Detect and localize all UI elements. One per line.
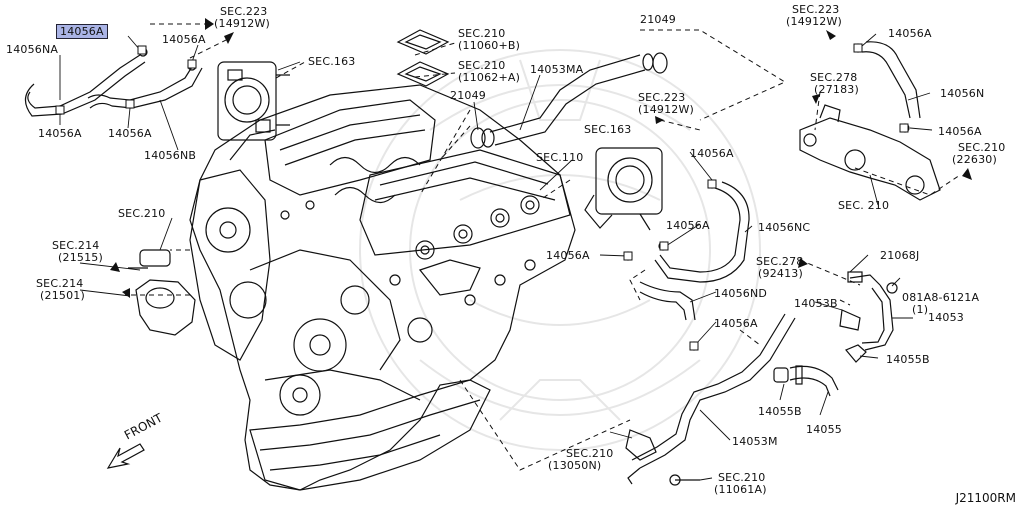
label-14055: 14055 — [806, 423, 842, 436]
gaskets — [396, 29, 450, 87]
label-14056NC: 14056NC — [758, 221, 811, 234]
label-081A8-qty: (1) — [912, 303, 929, 316]
label-14056NA: 14056NA — [6, 43, 59, 56]
label-21049: 21049 — [640, 13, 676, 26]
label-14056A: 14056A — [546, 249, 590, 262]
label-sec210: SEC. 210 — [838, 199, 890, 212]
label-sec278-sub: (27183) — [814, 83, 859, 96]
label-sec223: SEC.223 — [220, 5, 268, 18]
label-14056NB: 14056NB — [144, 149, 197, 162]
label-14053MA: 14053MA — [530, 63, 584, 76]
label-sec210: SEC.210 — [458, 59, 506, 72]
pipe-14053 — [839, 271, 898, 363]
label-14053B: 14053B — [794, 297, 838, 310]
leader-lines-dashed — [125, 23, 961, 471]
label-14056N: 14056N — [940, 87, 985, 100]
label-sec210: SEC.210 — [958, 141, 1006, 154]
label-14056A: 14056A — [938, 125, 982, 138]
label-sec223-sub: (14912W) — [638, 103, 695, 116]
label-sec210: SEC.210 — [718, 471, 766, 484]
label-sec214: SEC.214 — [36, 277, 84, 290]
label-14056A: 14056A — [888, 27, 932, 40]
label-sec210: SEC.210 — [566, 447, 614, 460]
label-14056A: 14056A — [690, 147, 734, 160]
label-sec210: SEC.210 — [118, 207, 166, 220]
label-14056A: 14056A — [162, 33, 206, 46]
label-sec214-sub: (21501) — [40, 289, 85, 302]
water-outlet — [799, 104, 941, 201]
label-sec163: SEC.163 — [308, 55, 356, 68]
label-14056A: 14056A — [38, 127, 82, 140]
label-sec214: SEC.214 — [52, 239, 100, 252]
label-21049: 21049 — [450, 89, 486, 102]
tube-14053MA — [470, 52, 668, 149]
label-sec223: SEC.223 — [638, 91, 686, 104]
hoses-top-left — [24, 47, 203, 117]
engine-block — [189, 84, 576, 491]
label-14055B: 14055B — [758, 405, 802, 418]
label-sec163: SEC.163 — [584, 123, 632, 136]
front-arrow — [106, 443, 145, 469]
label-sec278: SEC.278 — [756, 255, 804, 268]
label-21068J: 21068J — [880, 249, 920, 262]
label-sec214-sub: (21515) — [58, 251, 103, 264]
label-sec110: SEC.110 — [536, 151, 584, 164]
hoses-14055 — [773, 365, 839, 397]
label-14056ND: 14056ND — [714, 287, 768, 300]
hoses-top-right — [853, 41, 921, 133]
label-sec278-sub: (92413) — [758, 267, 803, 280]
diagram-code: J21100RM — [955, 491, 1016, 505]
label-sec278: SEC.278 — [810, 71, 858, 84]
throttle-body-left — [217, 61, 290, 141]
label-highlighted-part[interactable]: 14056A — [56, 24, 108, 39]
label-081A8: 081A8-6121A — [902, 291, 980, 304]
label-sec210-sub: (11060+B) — [458, 39, 521, 52]
clamps — [55, 43, 909, 351]
label-14056A: 14056A — [666, 219, 710, 232]
direction-arrows — [110, 18, 972, 298]
pipe-14053M — [625, 313, 796, 486]
label-14055B: 14055B — [886, 353, 930, 366]
label-14053: 14053 — [928, 311, 964, 324]
label-sec210-sub: (11062+A) — [458, 71, 521, 84]
label-14053M: 14053M — [732, 435, 778, 448]
label-sec210-sub: (22630) — [952, 153, 997, 166]
fittings-left — [128, 249, 196, 336]
label-sec223-sub: (14912W) — [214, 17, 271, 30]
label-sec223-sub: (14912W) — [786, 15, 843, 28]
label-sec210-sub: (11061A) — [714, 483, 767, 496]
watermark-emblem — [359, 49, 761, 451]
leader-lines-solid — [59, 33, 933, 481]
label-sec210: SEC.210 — [458, 27, 506, 40]
label-sec210-sub: (13050N) — [548, 459, 602, 472]
label-sec223: SEC.223 — [792, 3, 840, 16]
label-14056A: 14056A — [714, 317, 758, 330]
throttle-body-right — [584, 147, 663, 231]
label-14056A: 14056A — [108, 127, 152, 140]
